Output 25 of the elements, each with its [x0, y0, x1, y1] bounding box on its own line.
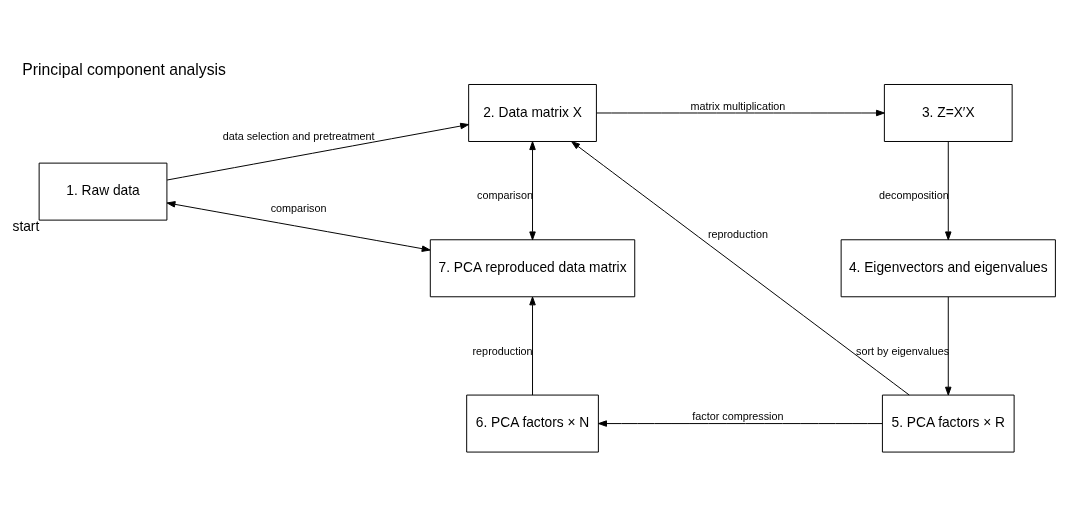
node-box: 6. PCA factors × N: [466, 394, 599, 453]
arrow: [166, 201, 431, 252]
node-box: 2. Data matrix X: [468, 84, 597, 142]
node-box: 3. Z=X′X: [883, 84, 1013, 142]
node-label: start: [12, 219, 40, 235]
edge-label: comparison: [270, 202, 327, 215]
edge-label: data selection and pretreatment: [222, 130, 375, 143]
arrow: [529, 296, 536, 396]
arrow: [166, 122, 470, 181]
edge-label: reproduction: [472, 344, 533, 357]
edge-label: factor compression: [692, 410, 784, 423]
arrow: [596, 109, 885, 117]
arrow: [529, 141, 536, 241]
arrow: [598, 420, 883, 427]
diagram-title: Principal component analysis: [22, 61, 226, 79]
edge-label: decomposition: [879, 189, 949, 202]
node-box: 4. Eigenvectors and eigenvalues: [840, 239, 1056, 298]
arrow: [571, 141, 910, 396]
node-box: 1. Raw data: [38, 162, 168, 221]
node-box: 5. PCA factors × R: [881, 394, 1015, 453]
edge-label: matrix multiplication: [690, 99, 786, 112]
arrow: [945, 141, 952, 241]
arrow: [945, 296, 952, 396]
edge-label: reproduction: [707, 227, 768, 240]
node-box: 7. PCA reproduced data matrix: [429, 239, 636, 298]
